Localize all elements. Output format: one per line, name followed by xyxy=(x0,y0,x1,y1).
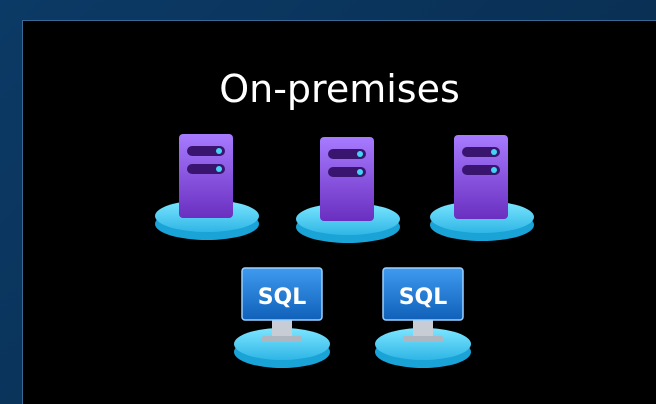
diagram-title: On-premises xyxy=(219,67,460,111)
sql-label: SQL xyxy=(258,285,307,310)
sql-label: SQL xyxy=(399,285,448,310)
sql-database-icon: SQL xyxy=(375,267,471,368)
sql-database-icon: SQL xyxy=(234,267,330,368)
server-icon xyxy=(296,137,400,243)
server-icon xyxy=(155,134,259,240)
server-icon xyxy=(430,135,534,241)
